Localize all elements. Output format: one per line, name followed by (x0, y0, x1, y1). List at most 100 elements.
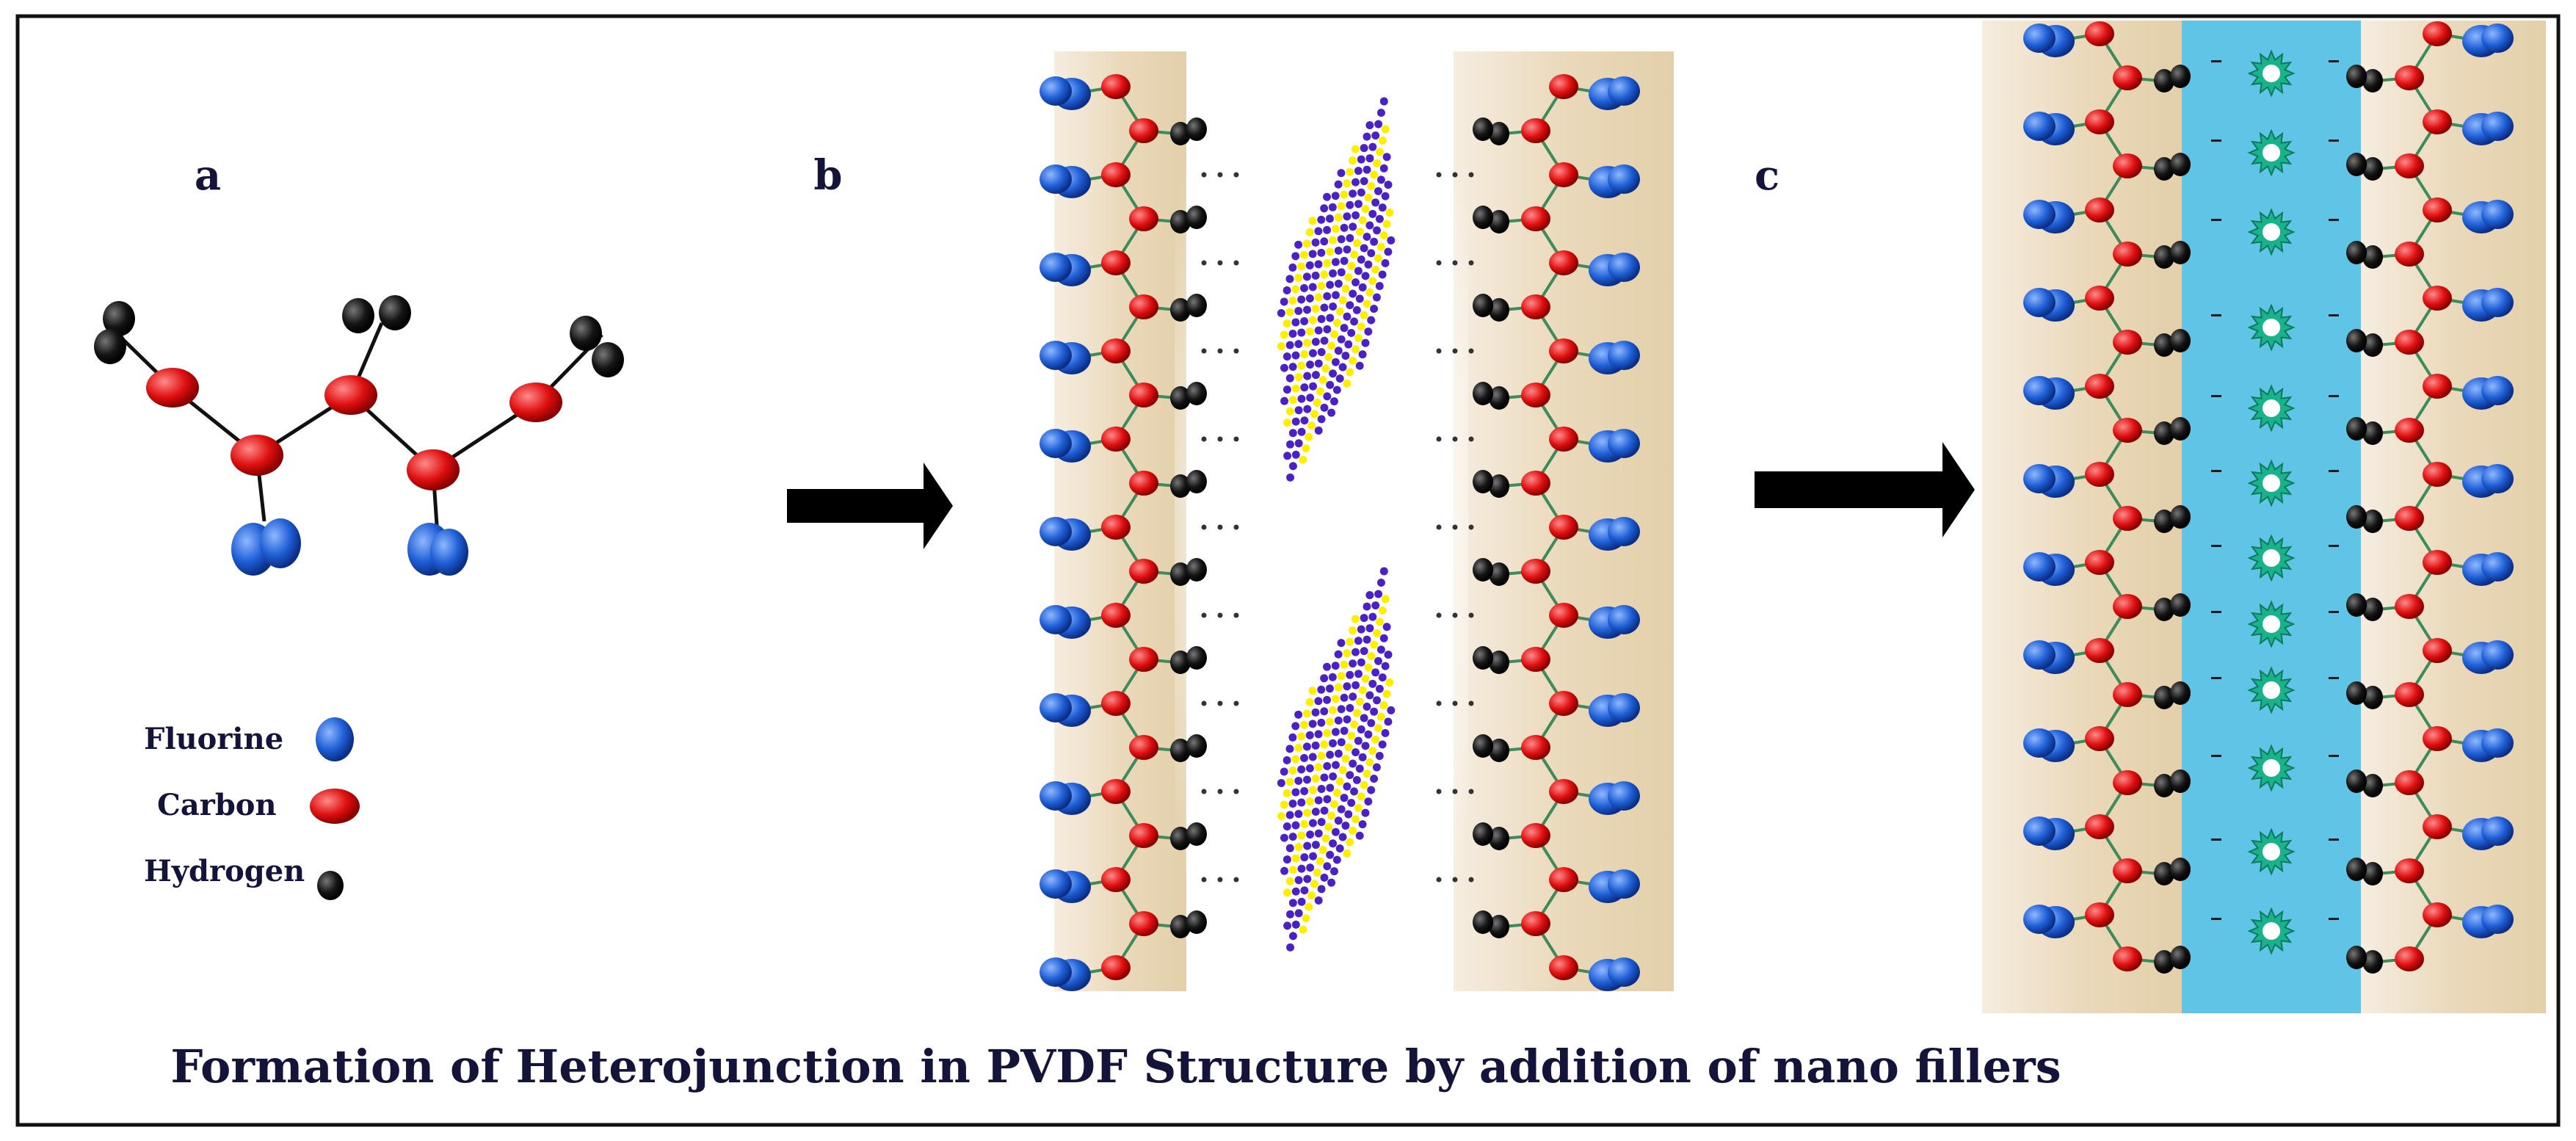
fluorine-atom (2481, 200, 2514, 229)
hydrogen-atom (1473, 117, 1493, 141)
carbon-atom (1101, 867, 1131, 892)
nano-filler (2211, 49, 2339, 98)
carbon-atom (2113, 594, 2142, 619)
carbon-atom (1521, 471, 1550, 496)
carbon-atom (2113, 946, 2142, 971)
hydrogen-atom (1489, 739, 1509, 762)
carbon-atom (2113, 506, 2142, 531)
hydrogen-atom (1186, 470, 1207, 493)
hydrogen-atom (2170, 858, 2191, 881)
fluorine-atom (1040, 869, 1072, 899)
fluorine-atom (2023, 905, 2056, 934)
carbon-atom (2085, 550, 2114, 575)
carbon-atom (1549, 955, 1578, 980)
carbon-atom (2423, 374, 2452, 399)
fluorine-atom (1608, 76, 1640, 106)
fluorine-atom (1040, 693, 1072, 722)
hydrogen-atom (2154, 774, 2174, 797)
fluorine-atom (1040, 517, 1072, 546)
legend-swatch-carbon (310, 789, 360, 824)
hydrogen-atom (2154, 69, 2174, 93)
hydrogen-atom (1186, 206, 1207, 229)
hydrogen-atom (1170, 122, 1191, 145)
carbon-atom (1549, 427, 1578, 452)
carbon-atom (1101, 603, 1131, 628)
nano-fillers (2211, 49, 2339, 955)
hydrogen-atom (1170, 827, 1191, 850)
hydrogen-atom (2154, 862, 2174, 885)
panel-label-a: a (195, 151, 221, 200)
fluorine-atom (1608, 781, 1640, 811)
fluorine-atom (1040, 605, 1072, 634)
pvdf-molecule (94, 295, 624, 576)
hydrogen-atom (2362, 421, 2383, 445)
carbon-atom (231, 435, 283, 476)
hydrogen-atom (2154, 510, 2174, 533)
carbon-atom (2113, 858, 2142, 883)
hydrogen-atom (570, 316, 602, 351)
hydrogen-atom (2346, 153, 2367, 176)
carbon-atom (146, 368, 199, 408)
fluorine-atom (2023, 112, 2056, 141)
panel-c: c (1755, 21, 2546, 1013)
hydrogen-atom (2154, 333, 2174, 357)
carbon-atom (324, 375, 377, 415)
hydrogen-atom (1473, 558, 1493, 582)
nano-filler (2211, 744, 2339, 792)
hydrogen-atom (2170, 681, 2191, 705)
fluorine-atom (1608, 957, 1640, 987)
fluorine-atom (2023, 464, 2056, 493)
nanosheet (1277, 567, 1396, 952)
fluorine-atom (1040, 957, 1072, 987)
fluorine-atom (2481, 816, 2514, 846)
nano-filler (2211, 384, 2339, 432)
carbon-atom (2395, 153, 2424, 178)
hydrogen-atom (2362, 510, 2383, 533)
hydrogen-atom (2362, 950, 2383, 974)
pvdf-chains-c (2023, 21, 2514, 974)
carbon-atom (2395, 682, 2424, 707)
fluorine-atom (2023, 552, 2056, 582)
figure-caption: Formation of Heterojunction in PVDF Stru… (170, 1040, 2061, 1093)
carbon-atom (1549, 74, 1578, 99)
hydrogen-atom (1473, 734, 1493, 758)
hydrogen-atom (2362, 686, 2383, 709)
carbon-atom (1101, 162, 1131, 187)
carbon-atom (2113, 682, 2142, 707)
hydrogen-atom (2346, 593, 2367, 617)
panel-c-background-right (2361, 21, 2546, 1013)
carbon-atom (1521, 383, 1550, 408)
fluorine-atom (1608, 869, 1640, 899)
hydrogen-atom (2362, 69, 2383, 93)
carbon-atom (1549, 779, 1578, 804)
carbon-atom (2423, 286, 2452, 311)
hydrogen-atom (2346, 417, 2367, 441)
hydrogen-atom (2362, 862, 2383, 885)
carbon-atom (1129, 206, 1158, 231)
panel-a: a Fluorine Carbon Hydrogen (94, 151, 624, 900)
carbon-atom (2423, 198, 2452, 222)
carbon-atom (2395, 330, 2424, 355)
hydrogen-atom (1489, 915, 1509, 938)
carbon-atom (1101, 427, 1131, 452)
hydrogen-atom (2346, 505, 2367, 529)
carbon-atom (2113, 65, 2142, 90)
fluorine-atom (2481, 376, 2514, 405)
hydrogen-atom (1473, 822, 1493, 846)
carbon-atom (1549, 338, 1578, 363)
fluorine-atom (1608, 605, 1640, 634)
carbon-atom (2395, 65, 2424, 90)
legend: Fluorine Carbon Hydrogen (144, 717, 360, 900)
fluorine-atom (2481, 640, 2514, 670)
carbon-atom (2395, 946, 2424, 971)
carbon-atom (2113, 330, 2142, 355)
fluorine-atom (1608, 164, 1640, 194)
carbon-atom (1129, 471, 1158, 496)
hydrogen-atom (2362, 157, 2383, 181)
carbon-atom (2423, 109, 2452, 134)
carbon-atom (1101, 779, 1131, 804)
fluorine-atom (1040, 76, 1072, 106)
legend-label-carbon: Carbon (157, 788, 277, 822)
hydrogen-atom (1186, 382, 1207, 405)
carbon-atom (2085, 726, 2114, 751)
